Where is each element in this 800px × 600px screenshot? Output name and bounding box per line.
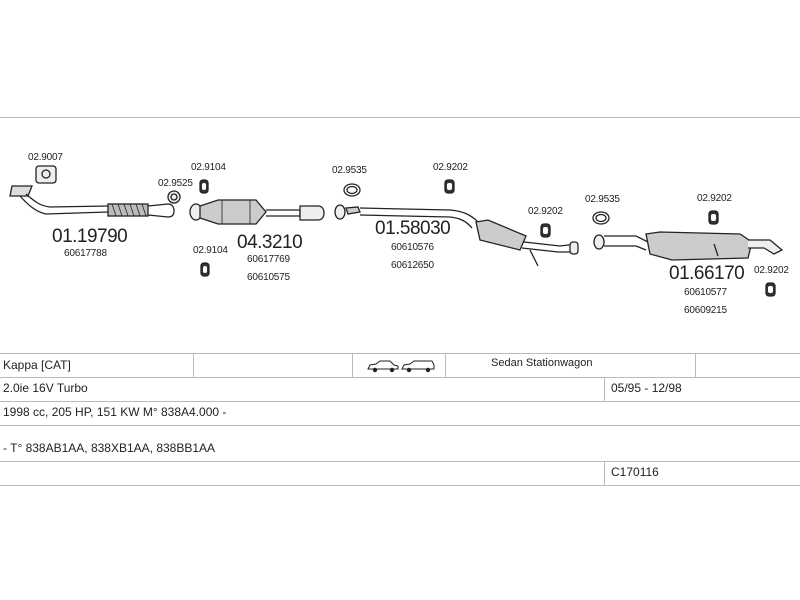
part-number: 01.19790	[52, 226, 128, 247]
body-type-cell: Sedan Stationwagon	[491, 357, 593, 369]
oe-number: 60609215	[684, 305, 727, 316]
part-number: 01.66170	[669, 263, 745, 284]
catalytic-converter	[189, 199, 325, 225]
type-codes-cell: - T° 838AB1AA, 838XB1AA, 838BB1AA	[3, 441, 216, 455]
catalog-code-cell: C170116	[611, 465, 659, 479]
hanger-icon	[199, 179, 209, 194]
top-border	[0, 117, 800, 118]
part-number: 02.9202	[754, 265, 789, 276]
part-number: 02.9202	[697, 193, 732, 204]
clamp-icon	[167, 190, 181, 204]
middle-pipe	[334, 204, 579, 267]
gasket-icon	[343, 183, 361, 197]
hanger-icon	[444, 179, 455, 194]
hanger-icon	[200, 262, 210, 277]
oe-number: 60617769	[247, 254, 290, 265]
years-cell: 05/95 - 12/98	[611, 381, 682, 395]
hanger-icon	[765, 282, 776, 297]
front-pipe	[9, 185, 175, 218]
oe-number: 60612650	[391, 260, 434, 271]
part-number: 02.9525	[158, 178, 193, 189]
part-number: 02.9104	[191, 162, 226, 173]
spec-cell: 1998 cc, 205 HP, 151 KW M° 838A4.000 -	[3, 405, 227, 419]
part-number: 02.9104	[193, 245, 228, 256]
part-number: 02.9202	[528, 206, 563, 217]
oe-number: 60610575	[247, 272, 290, 283]
sedan-car-icon	[367, 360, 399, 373]
hanger-icon	[540, 223, 551, 238]
model-cell: Kappa [CAT]	[3, 358, 71, 372]
rear-silencer	[593, 231, 784, 261]
gasket-icon	[592, 211, 610, 225]
part-number: 02.9007	[28, 152, 63, 163]
hanger-icon	[708, 210, 719, 225]
part-number: 02.9202	[433, 162, 468, 173]
part-number: 04.3210	[237, 232, 303, 253]
gasket-icon	[35, 165, 57, 184]
part-number: 02.9535	[332, 165, 367, 176]
stationwagon-car-icon	[401, 360, 435, 373]
oe-number: 60617788	[64, 248, 107, 259]
oe-number: 60610576	[391, 242, 434, 253]
engine-cell: 2.0ie 16V Turbo	[3, 381, 88, 395]
part-number: 02.9535	[585, 194, 620, 205]
oe-number: 60610577	[684, 287, 727, 298]
part-number: 01.58030	[375, 218, 451, 239]
